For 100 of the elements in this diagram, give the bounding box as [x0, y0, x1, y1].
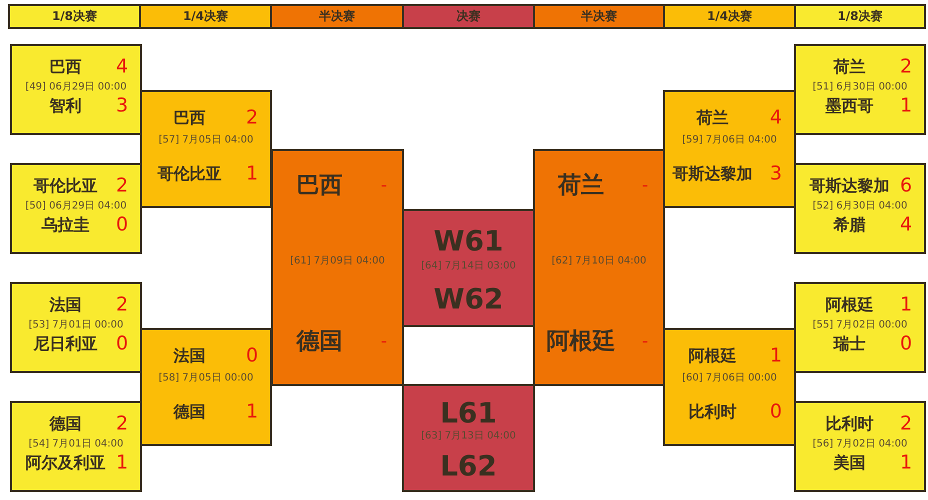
match-score: 2 [115, 413, 130, 434]
match-info: [52] 6月30日 04:00 [812, 200, 908, 212]
match-score: 2 [245, 108, 260, 129]
team-name: 法国 [172, 347, 206, 366]
match-info: [64] 7月14日 03:00 [420, 260, 517, 272]
match-score: - [380, 332, 388, 352]
match-score: 3 [115, 96, 130, 116]
match-info: [58] 7月05日 00:00 [158, 372, 254, 384]
match-info: [60] 7月06日 00:00 [681, 372, 778, 384]
match-card [663, 328, 796, 446]
stage-header [8, 4, 141, 29]
match-info: [54] 7月01日 04:00 [28, 438, 124, 450]
team-name: 德国 [295, 329, 344, 355]
team-name: 荷兰 [557, 173, 606, 199]
match-card [794, 163, 926, 254]
team-name: 哥斯达黎加 [672, 165, 754, 183]
team-name: 德国 [48, 415, 83, 433]
match-score: 0 [115, 214, 130, 236]
team-name: 巴西 [172, 109, 206, 128]
match-card [10, 44, 142, 135]
team-name: 美国 [832, 454, 867, 472]
match-score: 2 [115, 175, 130, 196]
match-info: [62] 7月10日 04:00 [550, 255, 648, 266]
team-name: 阿根廷 [546, 329, 617, 355]
match-score: 4 [899, 214, 914, 236]
stage-name: 1/4决赛 [182, 10, 228, 24]
stage-name: 半决赛 [319, 10, 355, 24]
team-name: 尼日利亚 [32, 335, 99, 353]
stage-name: 1/8决赛 [52, 10, 98, 24]
match-card [10, 163, 142, 254]
team-name: 哥斯达黎加 [808, 177, 891, 195]
team-name: 比利时 [688, 403, 738, 421]
match-score: 0 [245, 346, 260, 367]
match-info: [50] 06月29日 04:00 [24, 200, 128, 212]
match-score: 1 [768, 346, 783, 367]
team-name: 阿尔及利亚 [24, 454, 107, 472]
placeholder-name: W62 [432, 284, 504, 316]
match-score: 2 [115, 294, 130, 316]
match-card [663, 90, 796, 208]
match-card [794, 282, 926, 373]
match-score: 0 [899, 334, 914, 354]
match-info: [59] 7月06日 04:00 [681, 134, 778, 146]
match-card [794, 401, 926, 492]
match-info: [53] 7月01日 00:00 [28, 319, 124, 330]
stage-name: 1/8决赛 [837, 10, 883, 24]
team-name: 比利时 [824, 415, 875, 433]
team-name: 荷兰 [695, 109, 730, 128]
match-score: 1 [115, 452, 130, 474]
match-info: [61] 7月09日 04:00 [289, 255, 386, 266]
match-score: 1 [899, 294, 914, 316]
placeholder-name: L61 [439, 398, 498, 430]
team-name: 希腊 [832, 216, 867, 234]
match-score: - [640, 176, 650, 196]
match-card [140, 328, 272, 446]
match-info: [49] 06月29日 00:00 [24, 81, 128, 92]
match-score: - [380, 176, 388, 196]
match-info: [56] 7月02日 04:00 [812, 438, 908, 450]
match-score: 2 [899, 413, 914, 434]
team-name: 乌拉圭 [40, 216, 91, 234]
match-score: - [640, 332, 650, 352]
match-score: 1 [245, 164, 260, 185]
match-score: 6 [899, 175, 914, 196]
stage-header [663, 4, 796, 29]
match-card [10, 282, 142, 373]
team-name: 德国 [172, 403, 206, 421]
match-score: 1 [899, 96, 914, 116]
match-card [794, 44, 926, 135]
match-info: [51] 6月30日 00:00 [812, 81, 908, 92]
match-card [140, 90, 272, 208]
team-name: 荷兰 [832, 58, 867, 76]
match-score: 1 [899, 452, 914, 474]
match-card [10, 401, 142, 492]
team-name: 智利 [48, 97, 83, 115]
match-info: [55] 7月02日 00:00 [812, 319, 908, 330]
team-name: 哥伦比亚 [156, 165, 222, 183]
team-name: 墨西哥 [824, 97, 875, 115]
team-name: 巴西 [295, 173, 344, 199]
stage-name: 半决赛 [581, 10, 617, 24]
team-name: 哥伦比亚 [32, 177, 99, 195]
match-score: 4 [768, 108, 783, 129]
team-name: 阿根廷 [824, 296, 875, 314]
match-card [402, 209, 535, 327]
match-info: [57] 7月05日 04:00 [158, 134, 254, 146]
team-name: 阿根廷 [688, 347, 738, 366]
stage-header [270, 4, 404, 29]
stage-header [794, 4, 926, 29]
team-name: 巴西 [48, 58, 83, 76]
match-info: [63] 7月13日 04:00 [420, 430, 517, 442]
team-name: 法国 [48, 296, 83, 314]
match-score: 2 [899, 56, 914, 78]
stage-name: 决赛 [456, 10, 480, 24]
match-score: 1 [245, 402, 260, 423]
stage-header [139, 4, 272, 29]
match-score: 3 [768, 164, 783, 185]
match-score: 4 [115, 56, 130, 78]
match-score: 0 [768, 402, 783, 423]
stage-name: 1/4决赛 [706, 10, 752, 24]
stage-header [533, 4, 665, 29]
placeholder-name: L62 [439, 452, 498, 482]
match-card [402, 384, 535, 492]
